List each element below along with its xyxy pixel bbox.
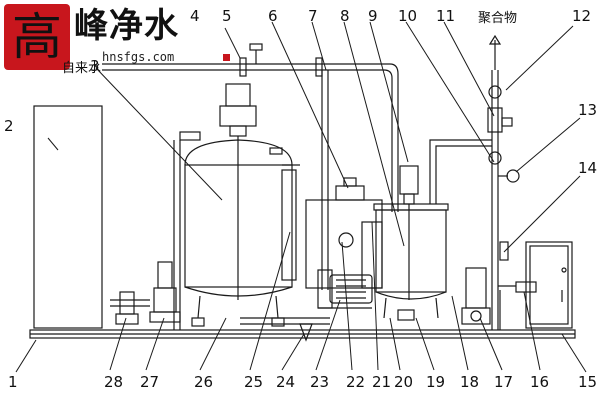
large-mixing-tank bbox=[179, 131, 300, 327]
callout-24: 24 bbox=[276, 373, 296, 391]
callout-16: 16 bbox=[530, 373, 550, 391]
brand-name: 峰净水 bbox=[74, 6, 179, 46]
middle-tank bbox=[305, 177, 383, 289]
transfer-pump bbox=[317, 269, 373, 309]
pressure-gauge bbox=[498, 169, 520, 183]
callout-11: 11 bbox=[436, 7, 456, 25]
callout-25: 25 bbox=[244, 373, 264, 391]
inlet-riser-pipe bbox=[173, 140, 181, 330]
callout-12: 12 bbox=[572, 7, 592, 25]
callout-4: 4 bbox=[190, 7, 200, 25]
callout-17: 17 bbox=[494, 373, 514, 391]
callout-7: 7 bbox=[308, 7, 318, 25]
callout-9: 9 bbox=[368, 7, 378, 25]
callout-26: 26 bbox=[194, 373, 214, 391]
callout-20: 20 bbox=[394, 373, 414, 391]
brand-seal-text: 高 bbox=[12, 8, 62, 66]
label-polymer: 聚合物 bbox=[478, 11, 518, 26]
feed-pump bbox=[149, 261, 181, 323]
control-cabinet bbox=[33, 105, 103, 329]
callout-15: 15 bbox=[578, 373, 598, 391]
dosing-pump bbox=[461, 267, 491, 325]
callout-27: 27 bbox=[140, 373, 160, 391]
callout-10: 10 bbox=[398, 7, 418, 25]
valve bbox=[499, 241, 509, 261]
bottom-drain-pipe bbox=[240, 317, 330, 342]
callout-8: 8 bbox=[340, 7, 350, 25]
callout-23: 23 bbox=[310, 373, 330, 391]
callout-28: 28 bbox=[104, 373, 124, 391]
control-box bbox=[525, 241, 573, 329]
callout-2: 2 bbox=[4, 117, 14, 135]
callout-21: 21 bbox=[372, 373, 392, 391]
callout-1: 1 bbox=[8, 373, 18, 391]
large-tank-stirrer-motor bbox=[219, 83, 257, 300]
small-mixing-tank bbox=[373, 203, 449, 321]
callout-13: 13 bbox=[578, 101, 598, 119]
callout-19: 19 bbox=[426, 373, 446, 391]
callout-5: 5 bbox=[222, 7, 232, 25]
label-tap-water: 自来水 bbox=[62, 61, 102, 76]
strainer bbox=[110, 291, 150, 325]
brand-seal-logo: 高 bbox=[4, 4, 70, 70]
brand-url: hnsfgs.com bbox=[102, 50, 175, 64]
outlet-pipe bbox=[429, 34, 513, 330]
callout-14: 14 bbox=[578, 159, 598, 177]
tap-water-pipe bbox=[102, 43, 399, 290]
callout-3: 3 bbox=[90, 57, 100, 75]
brand-url-dot bbox=[223, 54, 230, 61]
callout-6: 6 bbox=[268, 7, 278, 25]
callout-18: 18 bbox=[460, 373, 480, 391]
callout-leaders bbox=[15, 21, 587, 373]
small-tank-stirrer-motor bbox=[399, 165, 419, 300]
callout-22: 22 bbox=[346, 373, 366, 391]
